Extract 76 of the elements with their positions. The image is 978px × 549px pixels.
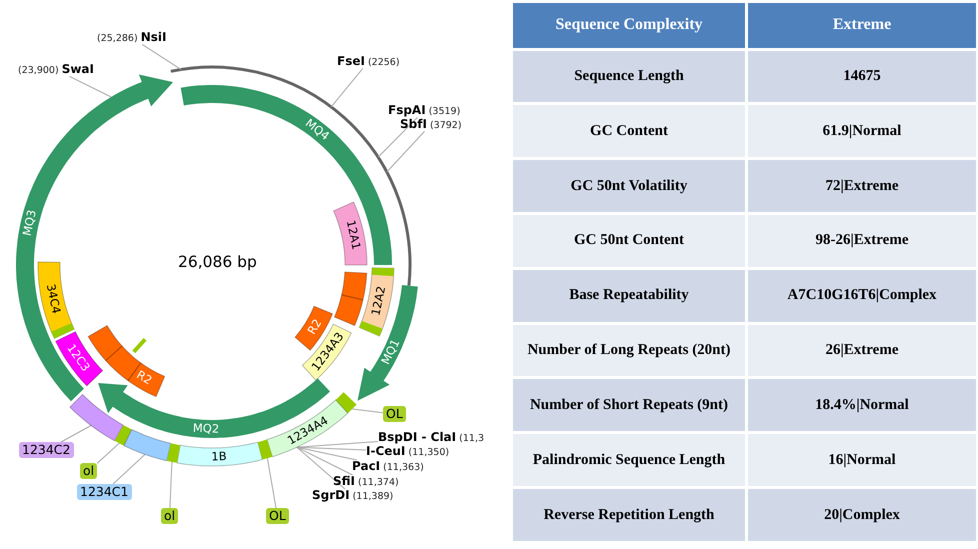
table-cell: GC 50nt Volatility [513,160,745,212]
feature-tag: 1234C2 [19,442,74,458]
table-cell: GC 50nt Content [513,215,745,267]
leader-line [378,116,418,158]
table-cell: 20|Complex [748,489,976,541]
feature-label: MQ1 [380,338,402,367]
marker-segment [166,443,181,463]
feature-label: MQ3 [21,208,38,237]
feature-segment [88,325,165,397]
restriction-site-label: (23,900) SwaI [18,63,94,76]
restriction-site-label: SbfI (3792) [400,118,462,132]
leader-line [296,446,346,490]
table-cell: 26|Extreme [748,324,976,376]
table-cell: A7C10G16T6|Complex [748,270,976,322]
table-cell: 72|Extreme [748,160,976,212]
plasmid-size-label: 26,086 bp [178,253,257,271]
leader-line [112,454,146,484]
restriction-site-label: FspAI (3519) [388,104,460,118]
table-cell: Number of Short Repeats (9nt) [513,379,745,432]
feature-segment [177,442,263,466]
leader-line [60,425,92,442]
feature-label: 12A2 [370,284,388,316]
feature-tag: ol [80,463,98,480]
feature-segment [55,331,103,386]
leader-line [169,462,172,508]
feature-label: 12A1 [344,219,362,251]
marker-segment [335,392,357,414]
table-header-cell: Sequence Complexity [513,3,745,48]
feature-segment [38,261,75,339]
feature-segment [267,399,348,457]
feature-label: MQ2 [192,422,220,436]
feature-segment [334,271,367,326]
restriction-site-label: SfiI (11,374) [333,475,399,488]
restriction-site-label: I-CeuI (11,350) [366,445,450,458]
table-cell: Sequence Length [513,50,745,102]
leader-line [296,446,353,476]
leader-line [96,442,120,464]
table-cell: 61.9|Normal [748,105,976,158]
table-cell: 14675 [748,50,976,102]
leader-line [69,76,112,98]
restriction-site-label: BspDI - ClaI (11,3 [378,431,484,444]
feature-segment [333,201,367,265]
table-cell: Number of Long Repeats (20nt) [513,324,745,376]
leader-line [296,446,358,460]
leader-line [386,130,425,172]
leader-line [352,408,384,414]
feature-label: 1B [210,450,226,463]
feature-label: R2 [306,317,324,336]
leader-line [266,458,276,508]
leader-line [330,68,364,108]
restriction-site-label: PacI (11,363) [352,460,424,474]
feature-tag: 1234C1 [77,484,132,500]
table-cell: 16|Normal [748,434,976,486]
restriction-site-label: FseI (2256) [337,55,400,68]
feature-tag: OL [383,406,406,422]
feature-segment [123,429,171,461]
table-cell: Base Repeatability [513,270,745,322]
table-cell: 18.4%|Normal [748,379,976,432]
table-cell: 98-26|Extreme [748,215,976,267]
feature-label: 34C4 [44,283,62,315]
feature-label: R2 [134,369,154,388]
restriction-site-label: (25,286) NsiI [97,31,166,44]
table-cell: Palindromic Sequence Length [513,434,745,486]
feature-segment [69,394,124,441]
table-cell: GC Content [513,105,745,158]
marker-segment [114,425,132,446]
table-header-cell: Extreme [748,3,976,48]
feature-tag: OL [266,508,289,524]
gene-arc [16,74,174,402]
table-cell: Reverse Repetition Length [513,489,745,541]
marker-segment [257,439,273,460]
restriction-site-label: SgrDI (11,389) [312,489,394,502]
feature-tag: ol [161,508,178,524]
gene-arc [357,284,418,401]
leader-line [142,44,182,70]
feature-segment [359,267,394,337]
